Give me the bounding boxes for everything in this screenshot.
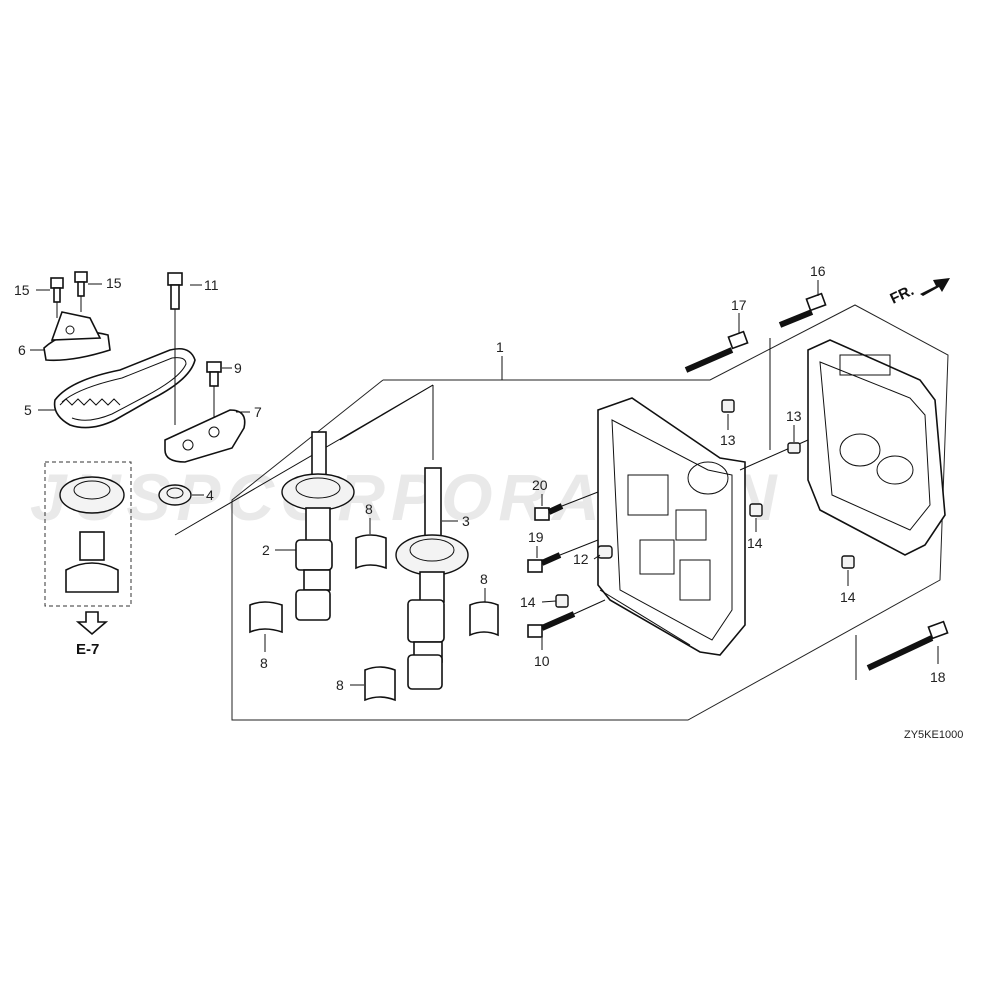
dowel-14-bottom xyxy=(841,555,855,569)
callout-14-left: 14 xyxy=(520,594,536,610)
callout-12: 12 xyxy=(573,551,589,567)
callout-14-right: 14 xyxy=(747,535,763,551)
front-indicator: FR. xyxy=(888,278,950,308)
callout-9: 9 xyxy=(234,360,242,376)
front-arrow-icon xyxy=(920,278,950,296)
dowel-14-left xyxy=(555,594,569,608)
cam-cover xyxy=(807,339,946,556)
chain-guide-7 xyxy=(164,409,246,463)
callout-8-right: 8 xyxy=(480,571,488,587)
camshaft-2 xyxy=(281,431,355,621)
pin-9 xyxy=(206,361,222,420)
reference-arrow-icon xyxy=(75,611,109,636)
callout-16: 16 xyxy=(810,263,826,279)
bolt-17 xyxy=(684,330,749,373)
callout-15-right: 15 xyxy=(106,275,122,291)
dowel-13-holder xyxy=(721,399,735,413)
bolt-15-right xyxy=(74,271,88,297)
bearing-8-left xyxy=(249,601,283,634)
callout-14-bottom: 14 xyxy=(840,589,856,605)
callout-8-lower: 8 xyxy=(336,677,344,693)
bolt-19 xyxy=(527,552,562,573)
tensioner-6 xyxy=(43,311,111,362)
callout-13-cover: 13 xyxy=(786,408,802,424)
timing-chain-5 xyxy=(53,347,196,429)
callout-2: 2 xyxy=(262,542,270,558)
reference-box xyxy=(44,461,132,607)
figure-code: ZY5KE1000 xyxy=(904,729,963,741)
bearing-8-upper xyxy=(355,534,387,570)
callout-8-upper: 8 xyxy=(365,501,373,517)
camshaft-holder xyxy=(597,397,746,656)
drive-sprocket xyxy=(59,476,125,593)
bolt-11 xyxy=(167,272,183,425)
callout-3: 3 xyxy=(462,513,470,529)
bolt-15-left xyxy=(50,277,64,303)
bearing-8-right xyxy=(469,601,499,637)
bearing-8-lower xyxy=(364,666,396,702)
callout-8-left: 8 xyxy=(260,655,268,671)
bolt-16 xyxy=(778,292,827,328)
dowel-14-right xyxy=(749,503,763,517)
front-label: FR. xyxy=(888,282,917,308)
callout-4: 4 xyxy=(206,487,214,503)
callout-5: 5 xyxy=(24,402,32,418)
callout-6: 6 xyxy=(18,342,26,358)
camshaft-3 xyxy=(395,467,469,690)
reference-label: E-7 xyxy=(76,641,99,658)
bolt-20 xyxy=(534,503,564,521)
dowel-13-cover xyxy=(787,442,801,454)
callout-15-left: 15 xyxy=(14,282,30,298)
bolt-10 xyxy=(527,611,576,638)
callout-7: 7 xyxy=(254,404,262,420)
callout-18: 18 xyxy=(930,669,946,685)
callout-13-holder: 13 xyxy=(720,432,736,448)
callout-11: 11 xyxy=(204,277,219,293)
bolt-18 xyxy=(866,620,949,671)
callout-17: 17 xyxy=(731,297,747,313)
callout-1: 1 xyxy=(496,339,504,355)
callout-20: 20 xyxy=(532,477,548,493)
callout-19: 19 xyxy=(528,529,544,545)
assembly-outline xyxy=(231,304,949,721)
callout-10: 10 xyxy=(534,653,550,669)
seal-12 xyxy=(597,545,613,559)
sprocket-4 xyxy=(158,484,192,506)
